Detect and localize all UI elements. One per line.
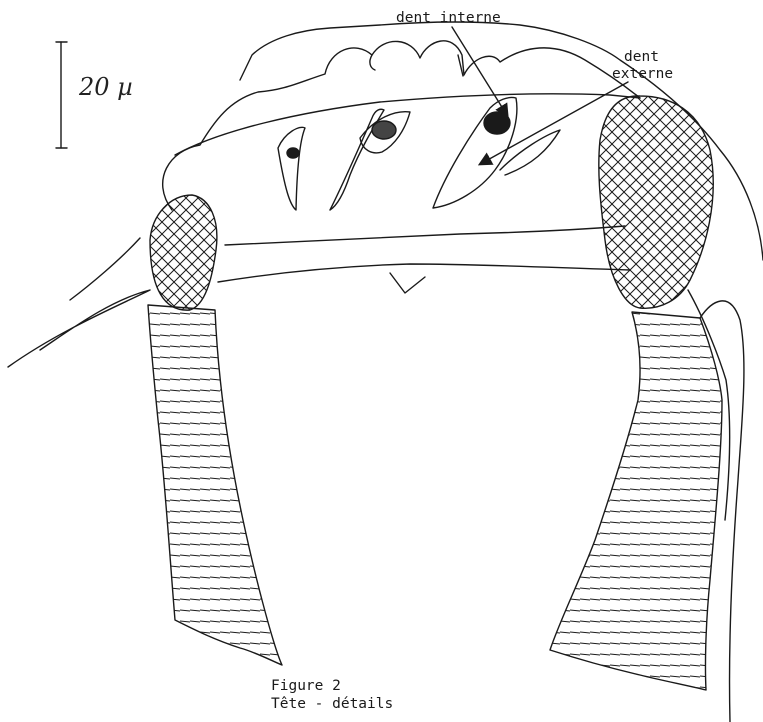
figure-caption-line1: Figure 2 [271, 677, 341, 695]
left-neck-line [70, 238, 140, 300]
left-outer-contour [8, 290, 150, 367]
mouth-band-top [175, 94, 640, 155]
left-hatched-plate [150, 195, 217, 310]
scale-bar [56, 42, 67, 148]
tooth-spot-1 [287, 148, 299, 158]
label-dent-interne: dent interne [396, 9, 501, 27]
mouth-band-bottom [225, 226, 625, 245]
mouth-band-lower [218, 264, 630, 282]
lip-outline [163, 41, 640, 210]
label-dent-externe-line2: externe [612, 65, 673, 83]
tooth-spot-3 [484, 112, 510, 134]
tooth-plate-1 [278, 127, 305, 210]
left-striated-band [148, 305, 282, 665]
lower-tooth [390, 273, 425, 293]
label-dent-externe-line1: dent [624, 48, 659, 66]
lobe-notch-1 [370, 55, 375, 70]
tooth-spot-2 [372, 121, 396, 139]
arrow-dent-interne [452, 27, 505, 112]
figure-caption-line2: Tête - détails [271, 695, 393, 713]
right-hatched-plate [599, 96, 713, 308]
right-striated-band [550, 312, 722, 690]
scale-label: 20 µ [79, 78, 133, 96]
